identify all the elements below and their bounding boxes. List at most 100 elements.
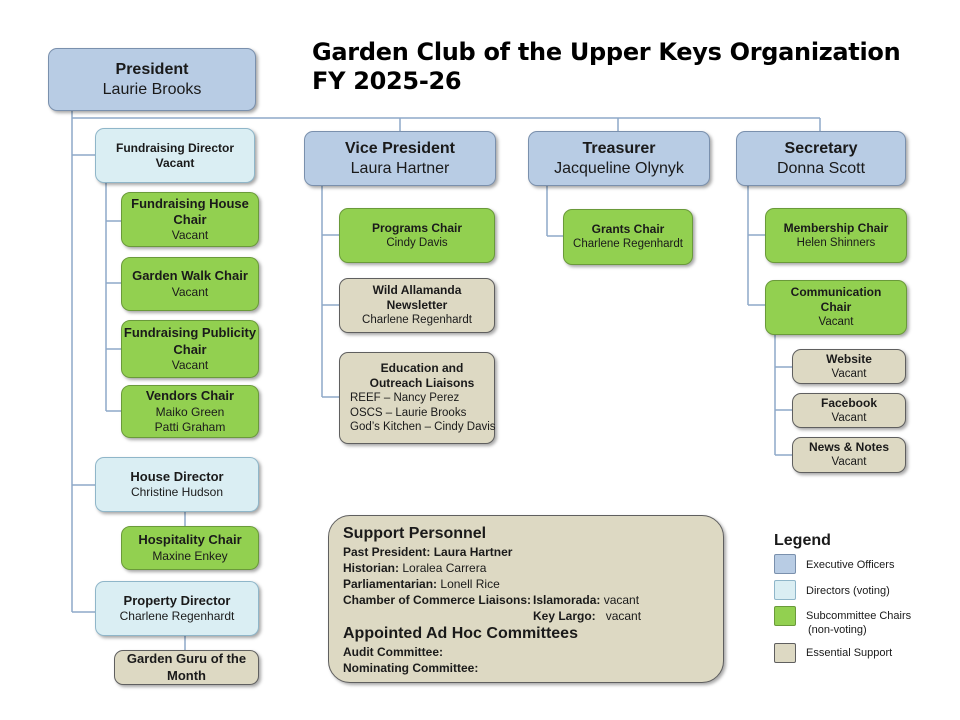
- islamorada-value: vacant: [603, 593, 640, 607]
- legend-label: Executive Officers: [806, 559, 895, 571]
- box-name: Laurie Brooks: [102, 80, 202, 98]
- row-label: Audit Committee:: [343, 645, 443, 659]
- row-value: Lonell Rice: [440, 577, 500, 591]
- box-title: Vendors Chair: [145, 388, 235, 404]
- support-heading: Support Personnel: [343, 525, 487, 542]
- past-president-row: Past President: Laura Hartner: [343, 544, 709, 560]
- garden-guru-box: Garden Guru of the Month: [114, 650, 259, 685]
- box-name: Charlene Regenhardt: [119, 609, 235, 624]
- box-title: President: [115, 60, 189, 78]
- title-line-1: Garden Club of the Upper Keys Organizati…: [312, 38, 901, 66]
- row-label: Historian:: [343, 561, 400, 575]
- box-title: Garden Walk Chair: [132, 268, 248, 284]
- house-director-box: House Director Christine Hudson: [95, 457, 259, 512]
- box-title: Education and Outreach Liaisons: [369, 361, 475, 391]
- box-title: News & Notes: [808, 440, 890, 455]
- box-name: Christine Hudson: [130, 485, 224, 500]
- box-title: Fundraising Publicity Chair: [123, 325, 257, 357]
- membership-chair-box: Membership Chair Helen Shinners: [765, 208, 907, 263]
- box-title: Fundraising House Chair: [131, 195, 249, 227]
- box-name: Vacant: [171, 284, 209, 299]
- legend-title: Legend: [774, 532, 831, 549]
- chart-title: Garden Club of the Upper Keys Organizati…: [312, 38, 901, 96]
- box-name: Charlene Regenhardt: [573, 238, 683, 251]
- legend: Legend Executive Officers Directors (vot…: [774, 532, 934, 674]
- keylargo-row: Key Largo: vacant: [343, 608, 709, 624]
- vice-president-box: Vice President Laura Hartner: [304, 131, 496, 186]
- hospitality-chair-box: Hospitality Chair Maxine Enkey: [121, 526, 259, 570]
- vendors-chair-box: Vendors Chair Maiko Green Patti Graham: [121, 385, 259, 438]
- garden-walk-chair-box: Garden Walk Chair Vacant: [121, 257, 259, 311]
- box-name: Vacant: [831, 411, 867, 424]
- grants-chair-box: Grants Chair Charlene Regenhardt: [563, 209, 693, 265]
- box-title: Membership Chair: [783, 220, 889, 235]
- box-title: Facebook: [820, 395, 877, 410]
- legend-swatch-subcommittee: [774, 606, 796, 626]
- box-name: Vacant: [155, 155, 195, 170]
- list-item: OSCS – Laurie Brooks: [350, 406, 467, 419]
- programs-chair-box: Programs Chair Cindy Davis: [339, 208, 495, 263]
- row-value: Laura Hartner: [433, 545, 513, 559]
- secretary-box: Secretary Donna Scott: [736, 131, 906, 186]
- legend-label: Subcommittee Chairs: [806, 610, 912, 622]
- row-label: Past President:: [343, 545, 431, 559]
- box-name: Helen Shinners: [796, 236, 876, 249]
- news-notes-box: News & Notes Vacant: [792, 437, 906, 473]
- box-title: Programs Chair: [371, 220, 463, 235]
- box-name: Jacqueline Olynyk: [554, 159, 684, 177]
- box-title: Hospitality Chair: [138, 532, 242, 548]
- fundraising-director-box: Fundraising Director Vacant: [95, 128, 255, 183]
- wild-allamanda-box: Wild Allamanda Newsletter Charlene Regen…: [339, 278, 495, 333]
- box-name: Cindy Davis: [386, 236, 448, 249]
- box-title: Vice President: [345, 139, 455, 157]
- box-title: Website: [826, 351, 872, 366]
- legend-label: (non-voting): [808, 624, 867, 636]
- box-name: Patti Graham: [154, 419, 226, 434]
- row-value: Loralea Carrera: [402, 561, 487, 575]
- box-name: Vacant: [831, 456, 867, 469]
- box-title: Fundraising Director: [115, 140, 234, 155]
- fundraising-publicity-chair-box: Fundraising Publicity Chair Vacant: [121, 320, 259, 378]
- chamber-row: Chamber of Commerce Liaisons: Islamorada…: [343, 592, 709, 608]
- treasurer-box: Treasurer Jacqueline Olynyk: [528, 131, 710, 186]
- box-title: Garden Guru of the Month: [126, 651, 247, 683]
- nominating-row: Nominating Committee:: [343, 660, 709, 676]
- box-name: Donna Scott: [776, 159, 866, 177]
- box-name: Vacant: [818, 316, 854, 329]
- support-personnel-panel: Support Personnel Past President: Laura …: [328, 515, 724, 683]
- box-title: House Director: [130, 468, 224, 484]
- legend-swatch-executive: [774, 554, 796, 574]
- fundraising-house-chair-box: Fundraising House Chair Vacant: [121, 192, 259, 247]
- box-name: Laura Hartner: [350, 159, 450, 177]
- website-box: Website Vacant: [792, 349, 906, 384]
- list-item: REEF – Nancy Perez: [350, 392, 460, 405]
- row-label: Nominating Committee:: [343, 661, 479, 675]
- audit-row: Audit Committee:: [343, 644, 709, 660]
- education-outreach-box: Education and Outreach Liaisons REEF – N…: [339, 352, 496, 444]
- box-title: Property Director: [123, 592, 231, 608]
- property-director-box: Property Director Charlene Regenhardt: [95, 581, 259, 636]
- legend-swatch-essential: [774, 643, 796, 663]
- row-label: Parliamentarian:: [343, 577, 438, 591]
- islamorada-label: Islamorada:: [533, 593, 601, 607]
- historian-row: Historian: Loralea Carrera: [343, 560, 709, 576]
- facebook-box: Facebook Vacant: [792, 393, 906, 428]
- box-title: Grants Chair: [591, 222, 665, 237]
- box-name: Vacant: [831, 367, 867, 380]
- legend-label: Directors (voting): [806, 585, 890, 597]
- box-title: Secretary: [784, 139, 858, 157]
- box-title: Communication Chair: [790, 285, 882, 315]
- legend-swatch-directors: [774, 580, 796, 600]
- list-item: God’s Kitchen – Cindy Davis: [350, 421, 496, 434]
- box-title: Treasurer: [582, 139, 656, 157]
- box-name: Vacant: [171, 228, 209, 243]
- adhoc-heading: Appointed Ad Hoc Committees: [343, 625, 578, 642]
- parliamentarian-row: Parliamentarian: Lonell Rice: [343, 576, 709, 592]
- box-name: Maiko Green: [155, 404, 225, 419]
- keylargo-label: Key Largo:: [533, 609, 596, 623]
- keylargo-value: vacant: [605, 609, 642, 623]
- box-title: Wild Allamanda Newsletter: [372, 283, 462, 313]
- row-label: Chamber of Commerce Liaisons:: [343, 593, 532, 607]
- box-name: Maxine Enkey: [152, 548, 228, 563]
